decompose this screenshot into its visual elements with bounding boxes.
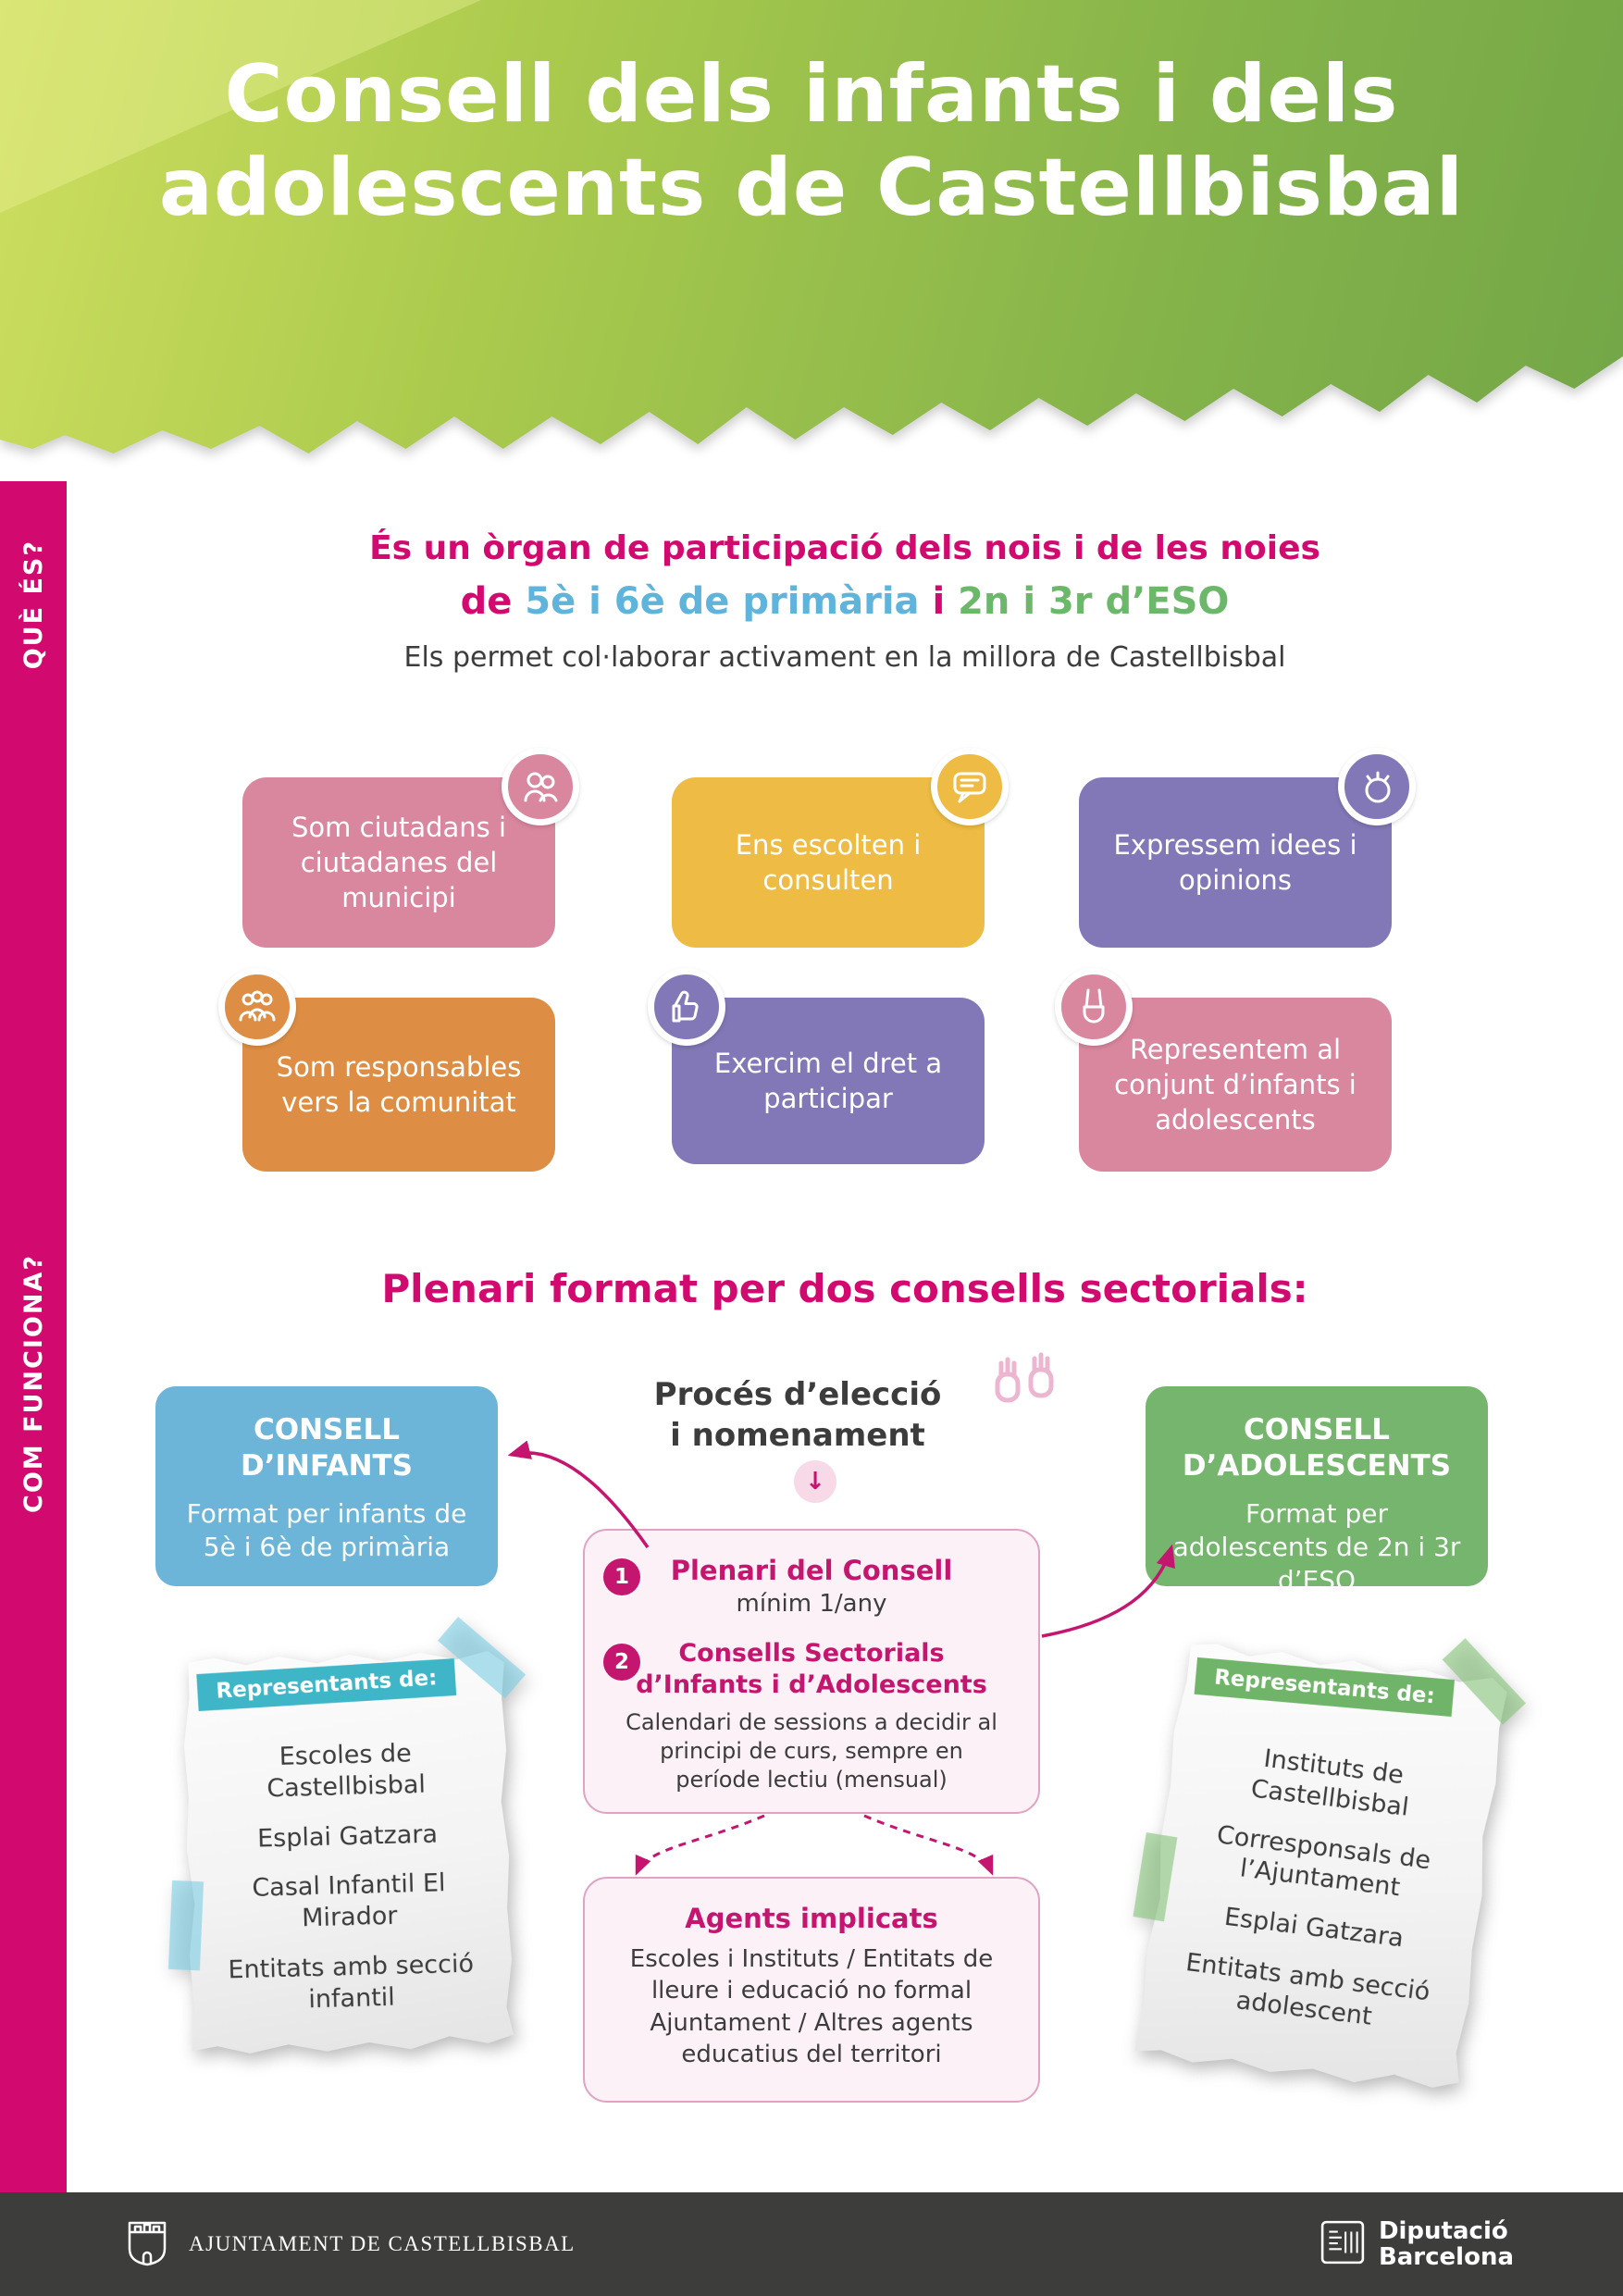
intro-line2-primaria: 5è i 6è de primària bbox=[525, 580, 920, 623]
diputacio-label: Diputació Barcelona bbox=[1379, 2218, 1514, 2270]
process-title-line1: Procés d’elecció bbox=[653, 1376, 942, 1413]
ajuntament-label: AJUNTAMENT DE CASTELLBISBAL bbox=[189, 2232, 576, 2255]
com-funciona-label: COM FUNCIONA? bbox=[19, 1254, 48, 1513]
thumbs-up-icon bbox=[648, 968, 725, 1046]
intro-line2-mid: i bbox=[919, 580, 959, 623]
raised-hands-icon bbox=[979, 1333, 1072, 1424]
plenari-item1-title: Plenari del Consell bbox=[670, 1555, 953, 1586]
list-item: Corresponsals de l’Ajuntament bbox=[1215, 1819, 1432, 1903]
sidebar-label-que-es: QUÈ ÉS? bbox=[0, 507, 67, 701]
card-representem-text: Representem al conjunt d’infants i adole… bbox=[1114, 1033, 1357, 1136]
agents-box: Agents implicats Escoles i Instituts / E… bbox=[583, 1877, 1040, 2103]
agents-body: Escoles i Instituts / Entitats de lleure… bbox=[629, 1945, 994, 2068]
consell-adolescents-subtitle: Format per adolescents de 2n i 3r d’ESO bbox=[1172, 1497, 1461, 1596]
page-title: Consell dels infants i dels adolescents … bbox=[0, 48, 1623, 236]
ajuntament-logo-group: AJUNTAMENT DE CASTELLBISBAL bbox=[122, 2215, 576, 2273]
step-1-badge: 1 bbox=[603, 1558, 640, 1595]
crowd-icon bbox=[502, 748, 579, 825]
note-left-items: Escoles de Castellbisbal Esplai Gatzara … bbox=[213, 1736, 485, 2036]
card-escolten-text: Ens escolten i consulten bbox=[735, 828, 922, 896]
card-responsables-text: Som responsables vers la comunitat bbox=[276, 1050, 522, 1118]
note-representants-infants: Representants de: Escoles de Castellbisb… bbox=[167, 1617, 527, 2055]
consell-infants-title: CONSELL D’INFANTS bbox=[240, 1413, 413, 1483]
que-es-label: QUÈ ÉS? bbox=[19, 539, 48, 670]
card-ciutadans: Som ciutadans i ciutadanes del municipi bbox=[242, 748, 579, 948]
diputacio-line1: Diputació bbox=[1378, 2216, 1508, 2245]
header: Consell dels infants i dels adolescents … bbox=[0, 0, 1623, 463]
plenari-box: 1 2 Plenari del Consell mínim 1/any Cons… bbox=[583, 1529, 1040, 1814]
page-title-line1: Consell dels infants i dels bbox=[224, 48, 1399, 141]
header-background: Consell dels infants i dels adolescents … bbox=[0, 0, 1623, 453]
note-right-items: Instituts de Castellbisbal Corresponsals… bbox=[1168, 1735, 1468, 2058]
community-icon bbox=[218, 968, 296, 1046]
intro-line3: Els permet col·laborar activament en la … bbox=[403, 641, 1286, 674]
consell-infants-subtitle: Format per infants de 5è i 6è de primàri… bbox=[186, 1497, 467, 1562]
list-item: Escoles de Castellbisbal bbox=[266, 1739, 427, 1804]
dashed-arrow-right bbox=[863, 1814, 994, 1876]
intro-line1: És un òrgan de participació dels nois i … bbox=[369, 529, 1320, 567]
down-arrow-icon: ↓ bbox=[794, 1460, 836, 1503]
card-escolten: Ens escolten i consulten bbox=[672, 748, 1009, 948]
page-title-line2: adolescents de Castellbisbal bbox=[158, 142, 1465, 235]
list-item: Casal Infantil El Mirador bbox=[252, 1868, 446, 1933]
agents-title: Agents implicats bbox=[685, 1903, 938, 1934]
list-item: Esplai Gatzara bbox=[256, 1818, 439, 1854]
consell-infants-box: CONSELL D’INFANTS Format per infants de … bbox=[155, 1386, 498, 1586]
process-title-line2: i nomenament bbox=[670, 1416, 925, 1454]
note-representants-adolescents: Representants de: Instituts de Castellbi… bbox=[1133, 1638, 1526, 2095]
diputacio-logo-group: Diputació Barcelona bbox=[1319, 2218, 1514, 2270]
footer: AJUNTAMENT DE CASTELLBISBAL Diputació Ba… bbox=[0, 2192, 1623, 2296]
card-expressem-text: Expressem idees i opinions bbox=[1113, 828, 1357, 896]
diputacio-line2: Barcelona bbox=[1378, 2243, 1514, 2271]
castle-shield-icon bbox=[122, 2215, 172, 2273]
section2-heading: Plenari format per dos consells sectoria… bbox=[381, 1266, 1308, 1311]
card-exercim-text: Exercim el dret a participar bbox=[713, 1047, 943, 1114]
dashed-arrow-left bbox=[635, 1814, 765, 1876]
process-title: Procés d’elecció i nomenament bbox=[576, 1375, 1020, 1456]
step-2-badge: 2 bbox=[603, 1644, 640, 1681]
list-item: Entitats amb secció infantil bbox=[228, 1949, 475, 2014]
card-representem: Representem al conjunt d’infants i adole… bbox=[1055, 968, 1392, 1172]
section-sidebar: QUÈ ÉS? COM FUNCIONA? bbox=[0, 481, 67, 2195]
card-ciutadans-text: Som ciutadans i ciutadanes del municipi bbox=[291, 811, 507, 914]
tape-decoration bbox=[167, 1880, 204, 1971]
consell-adolescents-title: CONSELL D’ADOLESCENTS bbox=[1182, 1413, 1452, 1483]
list-item: Entitats amb secció adolescent bbox=[1183, 1947, 1432, 2031]
sidebar-label-com-funciona: COM FUNCIONA? bbox=[0, 1203, 67, 1564]
card-expressem: Expressem idees i opinions bbox=[1079, 748, 1416, 948]
consell-adolescents-box: CONSELL D’ADOLESCENTS Format per adolesc… bbox=[1146, 1386, 1488, 1595]
intro-block: És un òrgan de participació dels nois i … bbox=[67, 529, 1623, 674]
speech-bubble-icon bbox=[931, 748, 1009, 825]
intro-line2: de 5è i 6è de primària i 2n i 3r d’ESO bbox=[67, 580, 1623, 623]
diputacio-logo-icon bbox=[1319, 2219, 1366, 2269]
plenari-item2-title: Consells Sectorials d’Infants i d’Adoles… bbox=[636, 1639, 987, 1700]
card-responsables: Som responsables vers la comunitat bbox=[218, 968, 555, 1172]
plenari-item2-sub: Calendari de sessions a decidir al princ… bbox=[626, 1709, 997, 1793]
ideas-head-icon bbox=[1338, 748, 1416, 825]
intro-line2-eso: 2n i 3r d’ESO bbox=[958, 580, 1230, 623]
plenari-item1-sub: mínim 1/any bbox=[736, 1590, 887, 1618]
intro-line2-prefix: de bbox=[460, 580, 526, 623]
victory-hand-icon bbox=[1055, 968, 1133, 1046]
card-exercim: Exercim el dret a participar bbox=[648, 968, 985, 1164]
